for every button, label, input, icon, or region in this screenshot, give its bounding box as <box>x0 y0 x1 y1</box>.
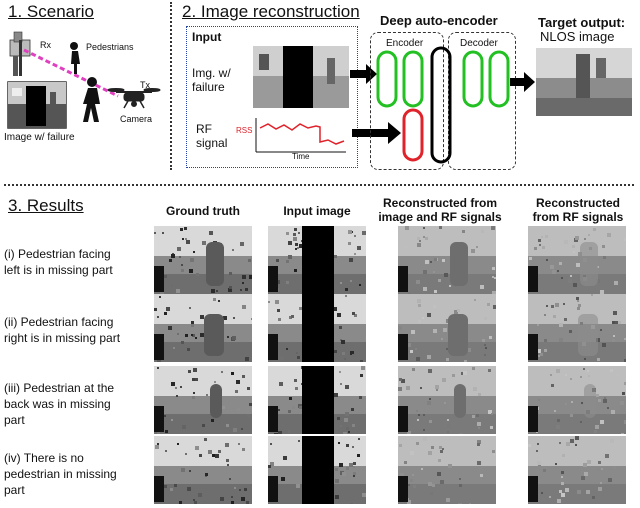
target-output-subtitle: NLOS image <box>540 29 615 44</box>
camera-label: Camera <box>120 114 153 124</box>
section-title-reconstruction: 2. Image reconstruction <box>182 2 360 21</box>
img-failure-label: Img. w/failure <box>192 66 231 94</box>
column-header-input-image: Input image <box>283 204 351 218</box>
pedestrian-icon <box>70 42 80 74</box>
input-image <box>268 436 366 504</box>
recon-rf-image <box>528 366 626 434</box>
input-failure-image <box>253 46 349 108</box>
recon-image-rf-image <box>398 294 496 362</box>
ground-truth-image <box>154 366 252 434</box>
autoencoder-layers <box>376 46 510 164</box>
input-box <box>186 26 358 168</box>
input-title: Input <box>192 30 222 44</box>
ground-truth-image <box>154 294 252 362</box>
pedestrians-label: Pedestrians <box>86 42 134 52</box>
ground-truth-image <box>154 226 252 294</box>
decoder-label: Decoder <box>460 38 498 49</box>
input-image <box>268 226 366 294</box>
arrow-icon <box>352 122 401 144</box>
ground-truth-image <box>154 436 252 504</box>
rx-label: Rx <box>40 40 51 50</box>
failure-image-thumbnail <box>7 81 67 129</box>
encoder-box <box>370 32 444 170</box>
recon-image-rf-image <box>398 226 496 294</box>
target-output-image <box>536 48 632 116</box>
recon-image-rf-image <box>398 436 496 504</box>
tx-label: Tx <box>140 80 150 90</box>
section-title-results: 3. Results <box>8 196 84 215</box>
recon-rf-image <box>528 226 626 294</box>
time-axis-label: Time <box>292 152 310 161</box>
scenario-illustration <box>7 31 161 129</box>
encoder-label: Encoder <box>386 38 424 49</box>
section-divider-horizontal <box>4 184 634 186</box>
column-header-ground-truth: Ground truth <box>166 204 240 218</box>
rf-link-line <box>23 48 119 98</box>
input-image <box>268 294 366 362</box>
section-divider-vertical <box>170 2 172 170</box>
input-image <box>268 366 366 434</box>
recon-rf-image <box>528 436 626 504</box>
recon-image-rf-image <box>398 366 496 434</box>
target-output-title: Target output: <box>538 15 626 30</box>
arrow-icon <box>510 72 535 92</box>
section-title-scenario: 1. Scenario <box>8 2 94 21</box>
drone-camera-icon <box>107 88 161 109</box>
image-failure-label: Image w/ failure <box>4 132 75 143</box>
recon-rf-image <box>528 294 626 362</box>
rss-axis-label: RSS <box>236 126 253 135</box>
receiver-icon <box>9 31 31 76</box>
autoencoder-title: Deep auto-encoder <box>380 13 498 28</box>
pedestrian-icon <box>83 77 100 122</box>
rss-plot <box>255 118 346 153</box>
